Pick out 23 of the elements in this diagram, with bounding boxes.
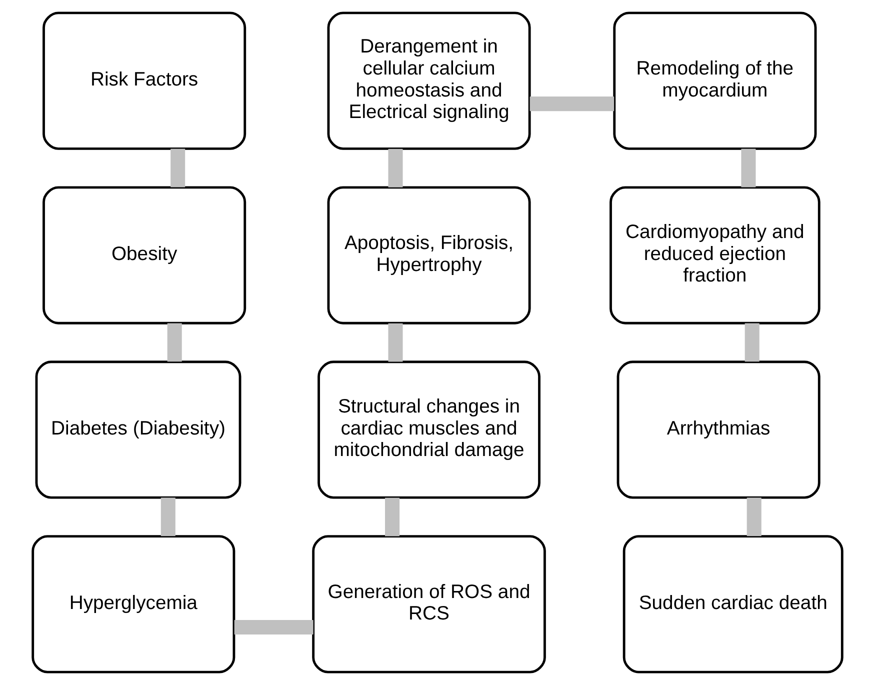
node-box: Risk Factors (42, 12, 246, 150)
connector (385, 498, 400, 536)
node-box: Apoptosis, Fibrosis, Hypertrophy (327, 186, 531, 324)
node-box: Structural changes in cardiac muscles and mitochondrial damage (318, 360, 540, 499)
node-box: Cardiomyopathy and reduced ejection fraction (610, 186, 820, 324)
node-box: Generation of ROS and RCS (312, 535, 546, 674)
node-box: Remodeling of the myocardium (613, 12, 817, 150)
connector (388, 148, 403, 188)
node-box: Obesity (42, 186, 246, 324)
connector (167, 323, 182, 362)
connector (530, 96, 614, 112)
node-box: Sudden cardiac death (622, 535, 844, 674)
connector (388, 323, 403, 362)
connector (744, 323, 760, 362)
node-box: Derangement in cellular calcium homeostasis and Electrical signaling (327, 12, 531, 150)
connector (234, 620, 314, 634)
connector (160, 498, 176, 536)
connector (170, 148, 186, 188)
node-box: Hyperglycemia (32, 535, 236, 674)
connector (746, 498, 762, 536)
connector (741, 148, 756, 188)
node-box: Diabetes (Diabesity) (35, 360, 242, 499)
node-box: Arrhythmias (616, 360, 820, 499)
